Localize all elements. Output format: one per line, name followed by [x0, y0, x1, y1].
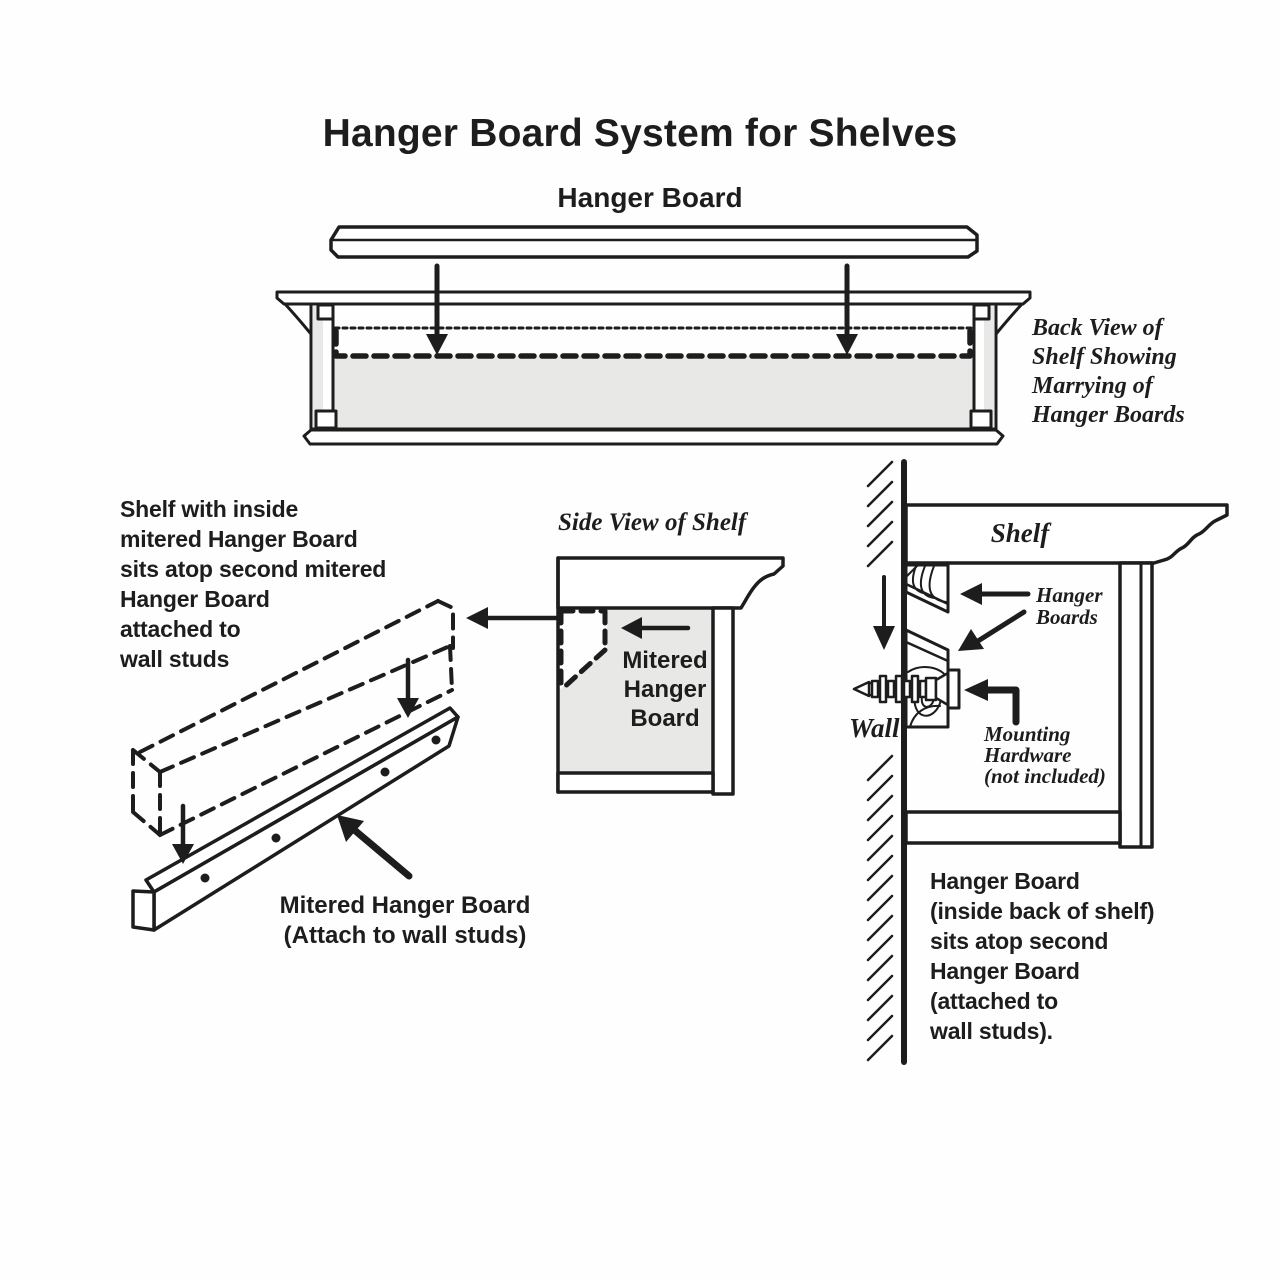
description-line: sits atop second mitered	[120, 556, 387, 582]
mitered-hanger-board-label: Mitered Hanger Board	[600, 646, 730, 733]
corner-block	[314, 409, 338, 430]
description-line: mitered Hanger Board	[120, 526, 358, 552]
insertion-arrows	[426, 263, 858, 355]
down-arrow-head	[426, 334, 448, 355]
corner-block	[969, 409, 993, 430]
screw-hole	[271, 833, 281, 843]
side-view-title: Side View of Shelf	[558, 509, 747, 536]
down-arrow-head	[836, 334, 858, 355]
label-line: Hardware	[984, 743, 1072, 767]
wall-label: Wall	[849, 713, 900, 743]
page-title: Hanger Board System for Shelves	[322, 112, 958, 155]
exploded-arrows	[172, 607, 559, 880]
mounting-hardware-label: Mounting Hardware (not included)	[984, 724, 1106, 787]
hanger-board-label: Hanger Board	[557, 182, 743, 213]
back-view-drawing	[275, 290, 1032, 446]
mitered-hanger-board-caption: Mitered Hanger Board (Attach to wall stu…	[255, 891, 555, 951]
corner-block	[316, 303, 335, 321]
label-line: Mitered	[622, 647, 708, 674]
mitered-board-dashed-outline	[558, 608, 608, 693]
caption-line: Hanger Boards	[1032, 402, 1185, 428]
upper-hanger-board-drawing	[904, 563, 950, 614]
description-line: Hanger Board	[930, 958, 1080, 984]
label-line: (not included)	[984, 764, 1106, 788]
shelf-top-drawing	[904, 503, 1229, 565]
mounting-hardware-arrow	[982, 686, 1020, 726]
screw-drawing	[852, 668, 961, 710]
back-view-caption: Back View of Shelf Showing Marrying of H…	[1032, 314, 1185, 430]
description-line: sits atop second	[930, 928, 1109, 954]
hanger-boards-label: Hanger Boards	[1036, 584, 1103, 628]
wall-hatching	[866, 460, 894, 1062]
description-line: Hanger Board	[120, 586, 270, 612]
description-line: wall studs	[120, 646, 230, 672]
lower-board-arrow	[975, 609, 1027, 644]
caption-line: Shelf Showing	[1032, 344, 1177, 370]
screw-hole	[200, 873, 210, 883]
dashed-hanger-board	[131, 599, 455, 837]
label-line: Mounting	[984, 722, 1071, 746]
exploded-view-drawing	[131, 599, 559, 932]
mitered-hanger-board-3d	[131, 706, 460, 932]
hanger-board-drawing	[329, 225, 979, 259]
screw-hole	[431, 735, 441, 745]
caption-line: Mitered Hanger Board	[279, 892, 531, 919]
side-view-drawing	[556, 556, 785, 796]
label-line: Boards	[1036, 605, 1098, 629]
caption-line: (Attach to wall studs)	[283, 922, 527, 949]
hanger-board-slot-dashed	[333, 328, 973, 359]
description-line: (inside back of shelf)	[930, 898, 1155, 924]
wall-view-drawing	[852, 459, 1229, 1065]
description-line: attached to	[120, 616, 241, 642]
description-line: Hanger Board	[930, 868, 1080, 894]
corner-block	[972, 303, 991, 321]
label-line: Hanger	[1036, 583, 1103, 607]
wall-view-arrows	[873, 575, 1031, 726]
board-pointer-arrow	[348, 824, 413, 880]
caption-line: Marrying of	[1032, 373, 1153, 399]
screw-hole	[380, 767, 390, 777]
description-line: (attached to	[930, 988, 1058, 1014]
caption-line: Back View of	[1032, 315, 1163, 341]
exploded-view-description: Shelf with inside mitered Hanger Board s…	[120, 494, 386, 674]
shelf-label: Shelf	[990, 518, 1050, 548]
description-line: wall studs).	[930, 1018, 1053, 1044]
wall-view-description: Hanger Board (inside back of shelf) sits…	[930, 866, 1155, 1046]
label-line: Board	[630, 705, 700, 732]
label-line: Hanger	[623, 676, 707, 703]
description-line: Shelf with inside	[120, 496, 299, 522]
